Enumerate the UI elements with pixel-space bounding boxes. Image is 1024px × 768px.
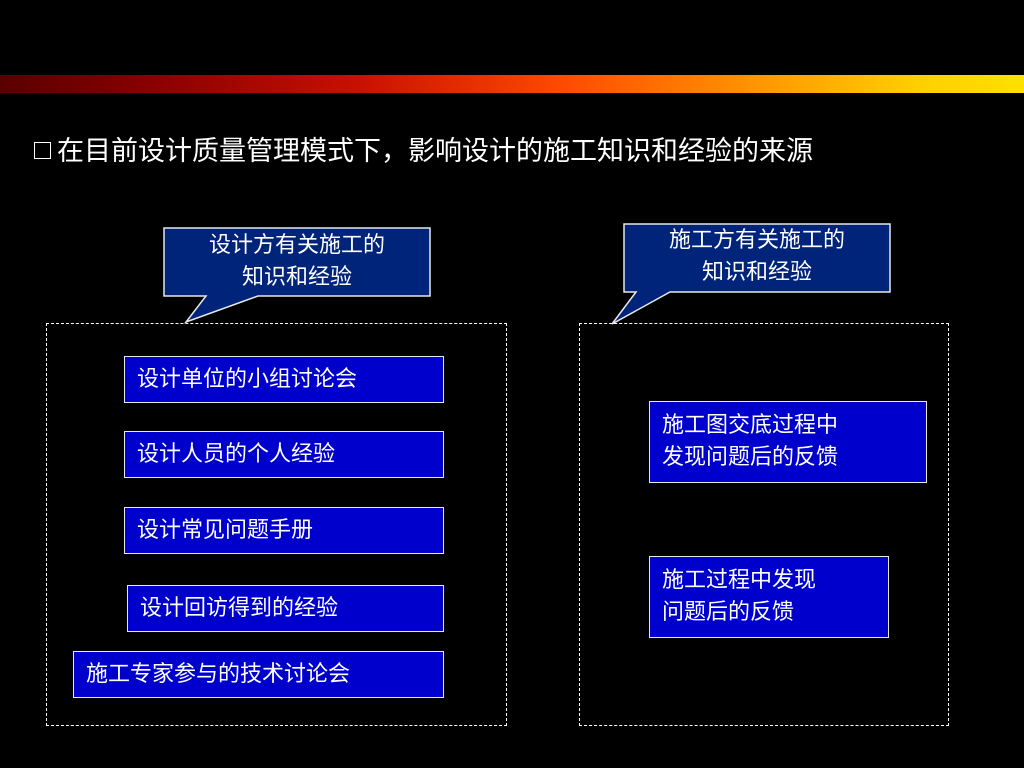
contractor-source-box: 施工图交底过程中 发现问题后的反馈: [649, 401, 927, 483]
contractor-source-box: 施工过程中发现 问题后的反馈: [649, 556, 889, 638]
designer-source-label: 设计常见问题手册: [137, 517, 314, 543]
square-bullet-icon: [34, 142, 51, 159]
callout-right-line-1: 施工方有关施工的: [668, 228, 845, 253]
designer-source-box: 设计人员的个人经验: [124, 431, 444, 478]
designer-source-box: 设计回访得到的经验: [127, 585, 444, 632]
designer-source-label: 设计回访得到的经验: [140, 595, 339, 621]
callout-left-line-1: 设计方有关施工的: [208, 233, 385, 258]
designer-source-box: 设计单位的小组讨论会: [124, 356, 444, 403]
callout-left-shape: [163, 227, 431, 324]
header-gradient-bar: [0, 75, 1024, 93]
designer-source-box: 设计常见问题手册: [124, 507, 444, 554]
callout-right-line-2: 知识和经验: [701, 260, 812, 285]
contractor-source-line-2: 问题后的反馈: [662, 600, 795, 625]
contractor-source-line-1: 施工过程中发现: [662, 568, 817, 593]
slide-title: 在目前设计质量管理模式下，影响设计的施工知识和经验的来源: [34, 133, 994, 171]
designer-source-label: 施工专家参与的技术讨论会: [86, 661, 351, 687]
contractor-source-line-2: 发现问题后的反馈: [662, 445, 839, 470]
contractor-sources-frame: [579, 323, 949, 726]
callout-left: 设计方有关施工的 知识和经验: [164, 230, 430, 294]
designer-source-label: 设计人员的个人经验: [137, 441, 336, 467]
callout-left-line-2: 知识和经验: [241, 265, 352, 290]
slide-title-text: 在目前设计质量管理模式下，影响设计的施工知识和经验的来源: [57, 136, 813, 167]
callout-right-shape: [611, 223, 891, 325]
callout-right: 施工方有关施工的 知识和经验: [624, 225, 890, 289]
designer-source-label: 设计单位的小组讨论会: [137, 366, 358, 392]
designer-source-box: 施工专家参与的技术讨论会: [73, 651, 444, 698]
designer-sources-frame: [46, 323, 507, 726]
contractor-source-line-1: 施工图交底过程中: [662, 413, 839, 438]
